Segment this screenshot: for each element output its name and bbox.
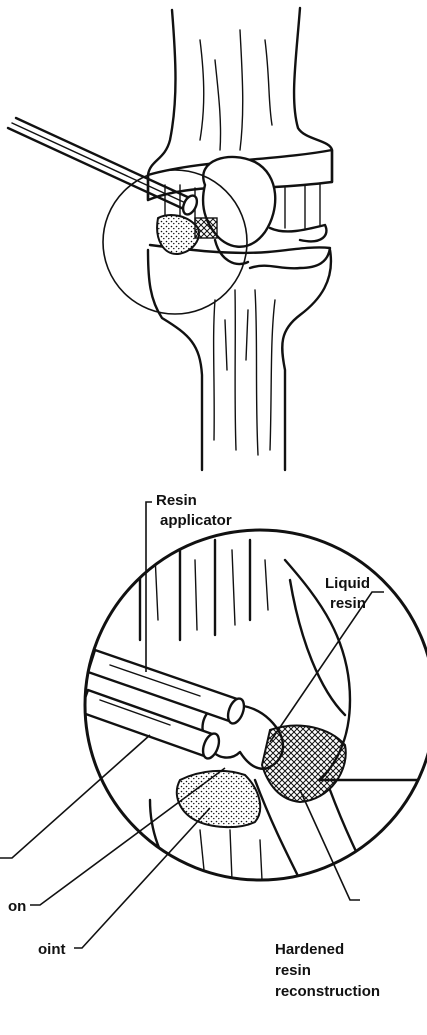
- tibia-bone: [148, 250, 331, 470]
- leader-hardened-resin: [300, 790, 360, 900]
- hardened-resin: [262, 726, 346, 802]
- label-hardened-line3: reconstruction: [275, 983, 380, 1000]
- leader-resin-applicator: [146, 502, 152, 672]
- defect-area-small: [157, 215, 199, 254]
- magnifier-circle-large: [85, 530, 427, 880]
- label-resin-applicator-line1: Resin: [156, 492, 197, 509]
- label-hardened-line2: resin: [275, 962, 311, 979]
- label-liquid-resin-line1: Liquid: [325, 575, 370, 592]
- label-clipped-left-1: on: [8, 898, 26, 915]
- label-clipped-left-2: oint: [38, 941, 66, 958]
- label-liquid-resin-line2: resin: [330, 595, 366, 612]
- knee-joint-overview: [8, 8, 332, 470]
- defect-area-large: [177, 771, 260, 827]
- magnified-detail: [0, 502, 427, 948]
- label-resin-applicator-line2: applicator: [160, 512, 232, 529]
- label-hardened-line1: Hardened: [275, 941, 344, 958]
